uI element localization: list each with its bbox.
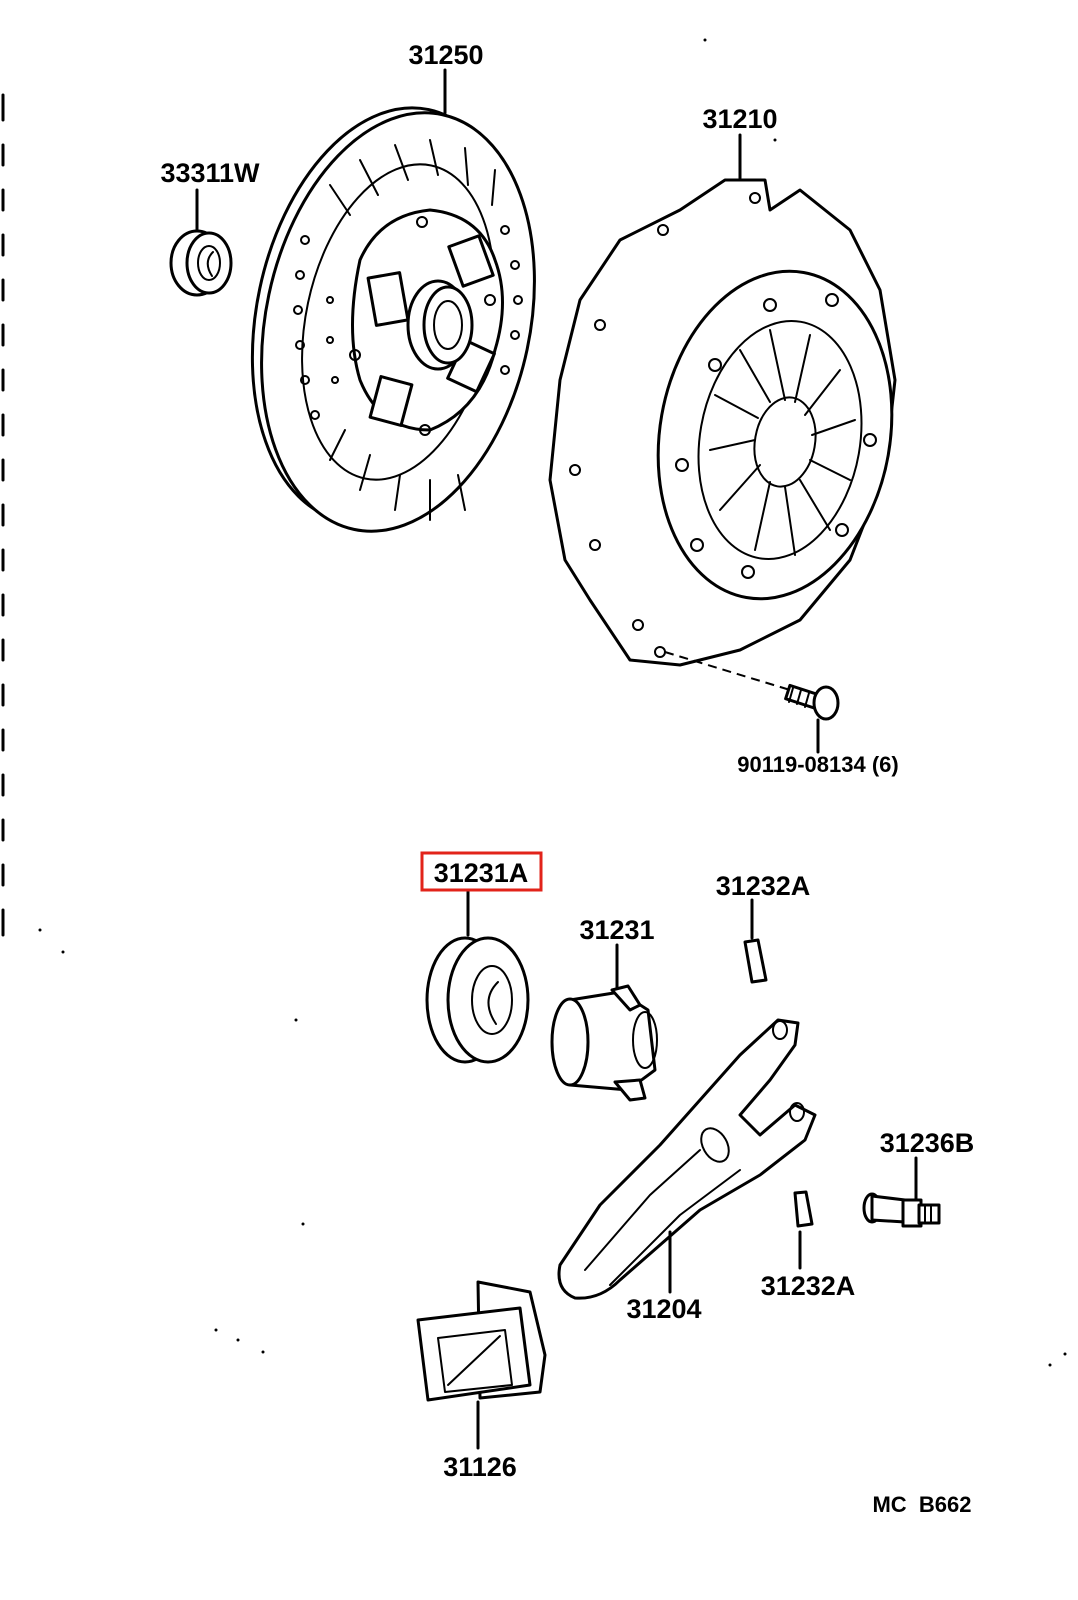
label-boot: 31126 [443, 1452, 517, 1482]
label-release-bearing[interactable]: 31231A [434, 858, 529, 888]
release-fork [557, 1018, 817, 1300]
label-clip-bottom: 31232A [761, 1271, 856, 1301]
label-bolt: 90119-08134 (6) [737, 752, 898, 777]
boot [416, 1280, 547, 1450]
bearing-hub [550, 943, 658, 1102]
label-release-fork: 31204 [626, 1294, 701, 1324]
label-pressure-plate: 31210 [702, 104, 777, 134]
clip-top [743, 898, 768, 984]
bolt [784, 683, 840, 754]
pressure-plate [548, 133, 897, 694]
pilot-bearing [169, 188, 233, 297]
label-pilot-bearing: 33311W [160, 158, 260, 188]
label-bearing-hub: 31231 [579, 915, 654, 945]
diagram-code: MC B662 [872, 1492, 971, 1517]
label-clutch-disc: 31250 [408, 40, 483, 70]
pivot [862, 1156, 941, 1228]
clip-bottom [793, 1190, 814, 1270]
label-clip-top: 31232A [716, 871, 811, 901]
clutch-disc [250, 68, 536, 533]
scan-specks [38, 38, 1067, 1367]
highlight-box [420, 851, 543, 892]
release-bearing [425, 890, 530, 1064]
label-pivot: 31236B [880, 1128, 975, 1158]
